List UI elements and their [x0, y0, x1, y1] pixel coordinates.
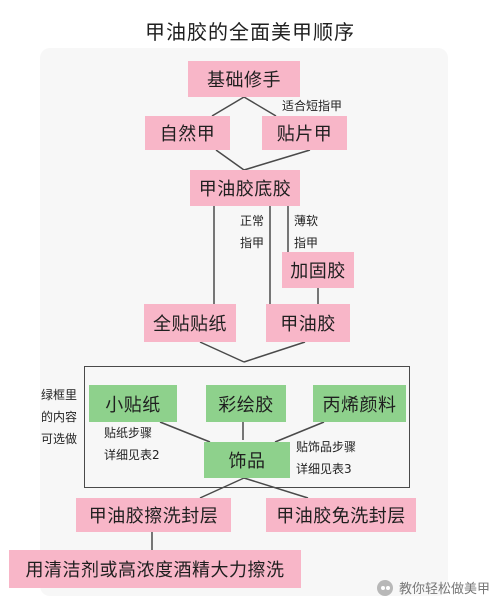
base-prep-box: 基础修手: [188, 61, 300, 97]
sticker-steps-note: 贴纸步骤 详细见表2: [104, 422, 160, 466]
chat-bubble-icon: [376, 579, 393, 596]
connector-pigment-to-decoration: [274, 421, 325, 443]
press-on-nail-box: 贴片甲: [262, 116, 347, 150]
cleanse-step-box: 用清洁剂或高浓度酒精大力擦洗: [9, 550, 301, 588]
connector-gel-polish-to-frame: [243, 341, 306, 363]
connector-full-sticker-to-frame: [199, 341, 245, 363]
watermark-text: 教你轻松做美甲: [398, 582, 490, 597]
small-sticker-box: 小贴纸: [89, 385, 177, 422]
natural-nail-box: 自然甲: [145, 116, 230, 150]
connector-natural-to-base-gel: [215, 149, 245, 171]
optional-decoration-frame: [84, 366, 410, 488]
connector-base-to-natural: [211, 96, 245, 117]
decor-steps-note-line-2: 详细见表3: [296, 462, 352, 476]
normal-nails-note-line-2: 指甲: [240, 236, 265, 250]
watermark: 教你轻松做美甲: [376, 578, 490, 597]
connector-decoration-to-no-wipe: [243, 477, 309, 499]
no-wipe-top-coat-box: 甲油胶免洗封层: [266, 498, 416, 532]
sticker-steps-note-line-2: 详细见表2: [104, 448, 160, 462]
normal-nails-note: 正常 指甲: [240, 210, 264, 254]
connector-decoration-to-wipe: [199, 477, 245, 499]
thin-soft-note-line-2: 指甲: [294, 236, 319, 250]
normal-nails-note-line-1: 正常: [240, 214, 265, 228]
base-gel-box: 甲油胶底胶: [190, 170, 300, 206]
short-nails-note: 适合短指甲: [282, 99, 343, 113]
wipe-top-coat-box: 甲油胶擦洗封层: [76, 498, 231, 532]
thin-soft-note-line-1: 薄软: [294, 214, 319, 228]
decor-steps-note-line-1: 贴饰品步骤: [296, 440, 357, 454]
connector-press-on-to-base-gel: [243, 149, 311, 171]
diagram-title: 甲油胶的全面美甲顺序: [145, 20, 355, 44]
decor-steps-note: 贴饰品步骤 详细见表3: [296, 436, 356, 480]
gel-polish-box: 甲油胶: [266, 304, 350, 342]
acrylic-pigment-box: 丙烯颜料: [313, 385, 406, 422]
full-sticker-box: 全贴贴纸: [144, 304, 236, 342]
painted-gel-box: 彩绘胶: [206, 385, 286, 422]
sticker-steps-note-line-1: 贴纸步骤: [104, 426, 153, 440]
connector-base-to-press-on: [243, 96, 277, 117]
reinforcement-gel-box: 加固胶: [282, 252, 354, 288]
green-frame-note-line-2: 的内容: [41, 410, 78, 424]
green-frame-note: 绿框里 的内容 可选做: [41, 384, 77, 450]
green-frame-note-line-3: 可选做: [41, 432, 78, 446]
connector-sticker-to-decoration: [159, 421, 211, 443]
thin-soft-note: 薄软 指甲: [294, 210, 318, 254]
green-frame-note-line-1: 绿框里: [41, 388, 78, 402]
decoration-box: 饰品: [204, 442, 290, 478]
